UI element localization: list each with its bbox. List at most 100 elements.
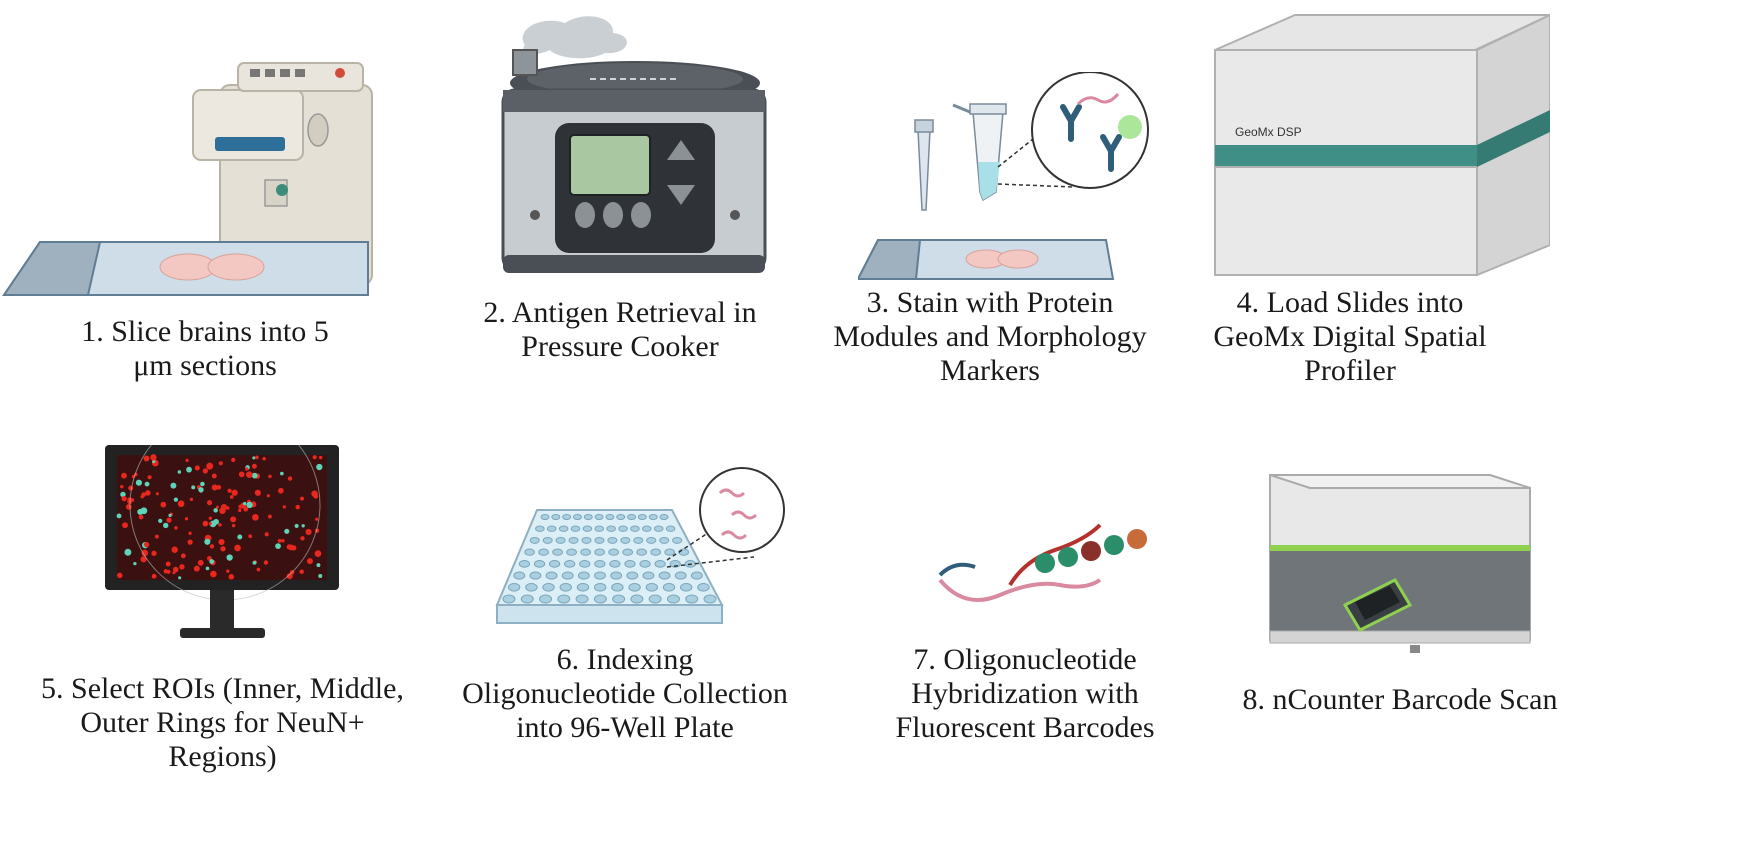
fluorescent-cell-dot: [215, 505, 219, 509]
fluorescent-cell-dot: [189, 497, 194, 502]
step-8-caption: 8. nCounter Barcode Scan: [1220, 683, 1580, 717]
plate-well: [646, 537, 657, 544]
plate-well: [513, 571, 526, 580]
fluorescent-cell-dot: [124, 548, 132, 556]
fluorescent-cell-dot: [211, 473, 217, 479]
fluorescent-cell-dot: [256, 567, 261, 572]
plate-well: [674, 571, 687, 580]
fluorescent-cell-dot: [288, 544, 294, 551]
fluorescent-cell-dot: [121, 495, 127, 502]
plate-well: [538, 548, 549, 556]
step-5-caption: 5. Select ROIs (Inner, Middle, Outer Rin…: [35, 672, 410, 774]
fluorescent-cell-dot: [205, 566, 210, 571]
fluorescent-cell-dot: [268, 474, 272, 479]
fluorescent-cell-dot: [231, 523, 236, 528]
fluorescent-cell-dot: [177, 500, 185, 508]
fluorescent-cell-dot: [151, 550, 157, 556]
monitor-icon: [105, 445, 339, 638]
fluorescent-cell-dot: [144, 481, 150, 487]
plate-well: [558, 525, 569, 532]
fluorescent-cell-dot: [188, 531, 192, 535]
step-7-caption: 7. Oligonucleotide Hybridization with Fl…: [870, 643, 1180, 745]
fluorescent-cell-dot: [266, 494, 270, 498]
barcode-probe-icon: [938, 523, 1147, 602]
fluorescent-cell-dot: [305, 528, 312, 536]
plate-well: [557, 594, 571, 604]
fluorescent-cell-dot: [231, 457, 236, 463]
plate-well: [630, 594, 644, 604]
fluorescent-cell-dot: [208, 516, 212, 520]
fluorescent-cell-dot: [278, 487, 284, 494]
fluorescent-cell-dot: [284, 528, 290, 534]
fluorescent-cell-dot: [238, 471, 245, 478]
plate-well: [609, 560, 621, 568]
plate-well: [562, 514, 572, 520]
fluorescent-cell-dot: [120, 484, 124, 489]
fluorescent-cell-dot: [282, 505, 287, 509]
caption-line: GeoMx Digital Spatial: [1213, 320, 1487, 353]
fluorescent-cell-dot: [216, 485, 222, 490]
fluorescent-cell-dot: [173, 497, 179, 502]
plate-well: [581, 537, 592, 544]
fluorescent-cell-dot: [220, 546, 226, 552]
fluorescent-cell-dot: [166, 517, 172, 523]
fluorescent-cell-dot: [151, 573, 157, 579]
plate-well: [622, 548, 634, 556]
plate-well: [559, 583, 572, 592]
fluorescent-cell-dot: [128, 485, 134, 491]
plate-well: [680, 583, 693, 592]
fluorescent-cell-dot: [206, 462, 214, 470]
plate-well: [703, 594, 717, 604]
plate-well: [551, 514, 561, 520]
plate-well: [594, 560, 606, 568]
caption-line: Profiler: [1304, 354, 1396, 387]
fluorescent-cell-dot: [237, 534, 243, 540]
fluorescent-cell-dot: [165, 561, 171, 567]
plate-well: [555, 537, 566, 544]
fluorescent-cell-dot: [187, 539, 193, 545]
fluorescent-cell-dot: [208, 521, 212, 526]
fluorescent-cell-dot: [314, 550, 322, 558]
plate-well: [545, 571, 558, 580]
plate-well: [566, 548, 577, 556]
fluorescent-cell-dot: [202, 520, 209, 527]
fluorescent-cell-dot: [218, 538, 225, 546]
fluorescent-cell-dot: [171, 546, 178, 553]
fluorescent-cell-dot: [158, 518, 163, 523]
fluorescent-cell-dot: [281, 539, 285, 543]
fluorescent-cell-dot: [311, 490, 318, 498]
plate-well: [639, 560, 651, 568]
caption-line: 2. Antigen Retrieval in: [483, 296, 757, 329]
fluorescent-cell-dot: [168, 513, 172, 518]
plate-well: [685, 594, 699, 604]
fluorescent-cell-dot: [229, 495, 234, 499]
fluorescent-cell-dot: [150, 454, 157, 461]
plate-well: [664, 548, 676, 556]
plate-well: [662, 583, 676, 592]
plate-well: [659, 514, 669, 520]
fluorescent-cell-dot: [198, 487, 204, 493]
plate-well: [575, 594, 589, 604]
fluorescent-cell-dot: [186, 466, 192, 473]
fluorescent-cell-dot: [179, 564, 185, 570]
plate-well: [648, 594, 662, 604]
caption-line: into 96-Well Plate: [516, 711, 734, 744]
fluorescent-cell-dot: [177, 470, 182, 474]
fluorescent-cell-dot: [230, 516, 237, 523]
caption-line: Markers: [940, 354, 1040, 387]
fluorescent-cell-dot: [300, 536, 305, 541]
caption-line: 4. Load Slides into: [1236, 286, 1464, 319]
fluorescent-cell-dot: [280, 471, 284, 476]
plate-well: [627, 514, 637, 520]
plate-well: [608, 548, 620, 556]
plate-well: [697, 583, 710, 592]
plate-well: [645, 583, 659, 592]
fluorescent-cell-dot: [137, 508, 144, 515]
step-6-caption: 6. Indexing Oligonucleotide Collection i…: [455, 643, 795, 745]
plate-well: [690, 571, 703, 580]
fluorescent-cell-dot: [264, 532, 269, 537]
fluorescent-cell-dot: [116, 513, 122, 519]
fluorescent-cell-dot: [154, 534, 159, 539]
plate-well: [529, 537, 540, 544]
plate-well: [540, 514, 550, 520]
